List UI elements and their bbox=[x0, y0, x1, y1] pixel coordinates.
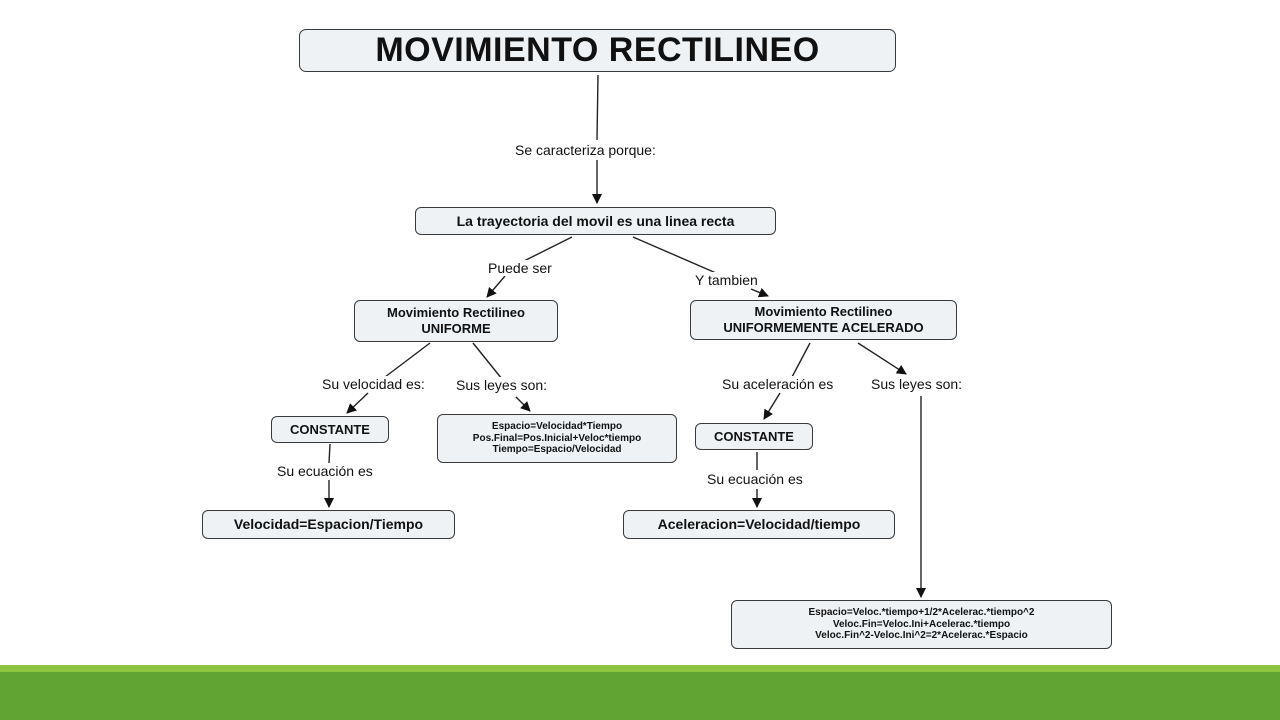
label-laws-uniform: Sus leyes son: bbox=[454, 377, 550, 393]
label-can-be: Puede ser bbox=[486, 260, 554, 276]
arrow-to-uniform-laws bbox=[515, 396, 531, 412]
title-node: MOVIMIENTO RECTILINEO bbox=[299, 29, 896, 72]
accel-laws-node: Espacio=Veloc.*tiempo+1/2*Acelerac.*tiem… bbox=[731, 600, 1112, 649]
label-laws-accel: Sus leyes son: bbox=[869, 376, 965, 392]
label-equation-uniform: Su ecuación es bbox=[275, 463, 375, 479]
footer-bar bbox=[0, 672, 1280, 720]
uniform-equation-node: Velocidad=Espacion/Tiempo bbox=[202, 510, 455, 539]
line-accel-acceleration bbox=[791, 342, 811, 378]
arrow-to-uniform bbox=[486, 275, 506, 298]
line-uniform-laws bbox=[472, 342, 503, 380]
arrow-to-accelerated bbox=[750, 287, 769, 298]
line-title-label bbox=[596, 74, 599, 141]
accel-equation-node: Aceleracion=Velocidad/tiempo bbox=[623, 510, 895, 539]
label-acceleration-is: Su aceleración es bbox=[720, 376, 836, 392]
trajectory-node: La trayectoria del movil es una linea re… bbox=[415, 207, 776, 235]
label-also: Y tambien bbox=[693, 272, 760, 288]
label-characterized: Se caracteriza porque: bbox=[513, 142, 658, 158]
label-equation-accel: Su ecuación es bbox=[705, 471, 805, 487]
line-uniform-constant-equation bbox=[328, 443, 331, 464]
accelerated-motion-node: Movimiento Rectilineo UNIFORMEMENTE ACEL… bbox=[690, 300, 957, 340]
uniform-constant-node: CONSTANTE bbox=[271, 416, 389, 443]
arrow-to-uniform-constant bbox=[346, 392, 369, 414]
line-trajectory-can-be bbox=[521, 236, 573, 263]
uniform-laws-node: Espacio=Velocidad*Tiempo Pos.Final=Pos.I… bbox=[437, 414, 677, 463]
line-uniform-velocity bbox=[384, 342, 431, 378]
label-velocity-is: Su velocidad es: bbox=[320, 376, 427, 392]
concept-map: MOVIMIENTO RECTILINEO La trayectoria del… bbox=[202, 29, 1112, 649]
connector-lines bbox=[324, 74, 926, 598]
arrow-to-accel-constant bbox=[763, 392, 781, 420]
line-trajectory-also bbox=[632, 236, 717, 274]
accel-constant-node: CONSTANTE bbox=[695, 423, 813, 450]
line-accel-laws bbox=[857, 342, 907, 375]
footer-accent-stripe bbox=[0, 665, 1280, 672]
uniform-motion-node: Movimiento Rectilineo UNIFORME bbox=[354, 300, 558, 342]
